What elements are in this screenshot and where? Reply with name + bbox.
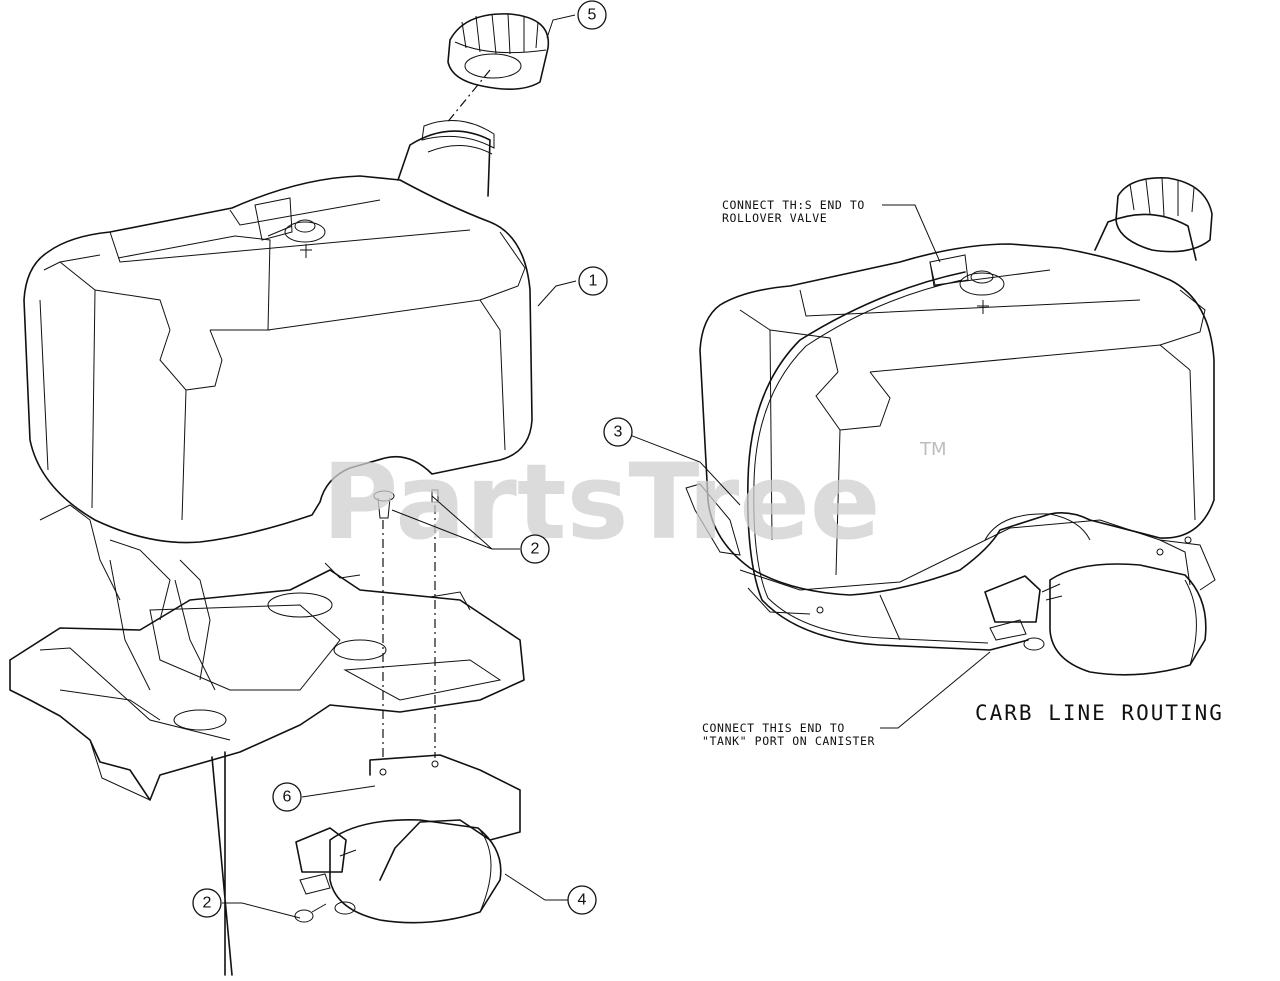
callout-label: 1 [589, 273, 598, 290]
fuel-cap-left [447, 13, 550, 90]
callout-label: 6 [283, 789, 292, 806]
cap-axis-line [445, 69, 491, 125]
callout-label: 4 [578, 892, 587, 909]
leader-lines [222, 14, 991, 919]
callout-5: 5 [577, 0, 607, 30]
screw-lower [294, 903, 327, 923]
watermark: PartsTree [322, 441, 880, 563]
screw-upper [373, 489, 439, 519]
rollover-note-line1: CONNECT TH:S END TO [722, 198, 865, 212]
callout-label: 3 [614, 424, 623, 441]
canister-right [984, 563, 1207, 676]
fuel-tank-left [23, 120, 533, 544]
callout-6: 6 [272, 782, 302, 812]
tank-port-note-line1: CONNECT THIS END TO [702, 721, 845, 735]
callout-2-upper: 2 [520, 534, 550, 564]
callout-label: 2 [203, 895, 212, 912]
tank-mounting-plate [9, 504, 525, 976]
canister-left [295, 754, 521, 924]
callout-1: 1 [578, 266, 608, 296]
callout-4: 4 [567, 885, 597, 915]
callout-2-lower: 2 [192, 888, 222, 918]
routing-title: CARB LINE ROUTING [975, 701, 1224, 725]
callout-3: 3 [603, 417, 633, 447]
callout-label: 5 [588, 7, 597, 24]
callout-label: 2 [531, 541, 540, 558]
rollover-note-line2: ROLLOVER VALVE [722, 211, 827, 225]
fuel-tank-right [685, 177, 1216, 651]
tank-port-note-line2: "TANK" PORT ON CANISTER [702, 734, 875, 748]
trademark-symbol: TM [919, 439, 947, 460]
